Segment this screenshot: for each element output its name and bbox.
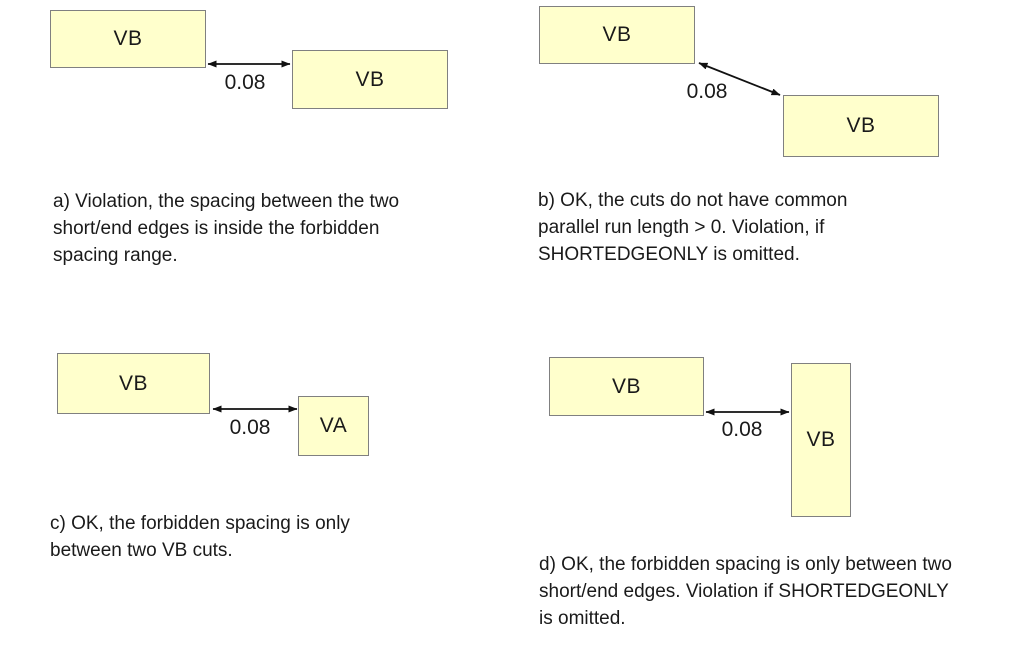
cut-box-b-bottom: VB — [783, 95, 939, 157]
cut-label-a-left: VB — [113, 27, 143, 50]
cut-box-a-left: VB — [50, 10, 206, 68]
cut-label-d-right: VB — [806, 428, 836, 451]
cut-box-a-right: VB — [292, 50, 448, 109]
cut-label-a-right: VB — [355, 67, 385, 91]
cut-box-c-right: VA — [298, 396, 369, 456]
caption-c: c) OK, the forbidden spacing is only bet… — [50, 513, 350, 561]
cut-label-d-left: VB — [611, 374, 641, 398]
spacing-arrow-a-icon — [207, 60, 291, 68]
cut-label-c-right: VA — [319, 414, 348, 437]
spacing-value-b: 0.08 — [686, 80, 728, 103]
spacing-arrow-b-icon — [698, 62, 781, 96]
spacing-value-a: 0.08 — [224, 71, 266, 94]
cut-label-b-bottom: VB — [846, 114, 876, 137]
cut-label-b-top: VB — [602, 23, 632, 46]
cut-box-b-top: VB — [539, 6, 695, 64]
caption-d: d) OK, the forbidden spacing is only bet… — [539, 554, 952, 629]
spacing-value-d: 0.08 — [721, 418, 763, 441]
cut-box-c-left: VB — [57, 353, 210, 414]
spacing-value-c: 0.08 — [229, 416, 271, 439]
spacing-arrow-d-icon — [705, 408, 790, 416]
cut-box-d-right-vertical: VB — [791, 363, 851, 517]
cut-label-c-left: VB — [118, 371, 148, 395]
caption-a: a) Violation, the spacing between the tw… — [53, 191, 400, 266]
cut-box-d-left: VB — [549, 357, 704, 416]
caption-b: b) OK, the cuts do not have common paral… — [538, 190, 848, 265]
spacing-arrow-c-icon — [212, 405, 298, 413]
